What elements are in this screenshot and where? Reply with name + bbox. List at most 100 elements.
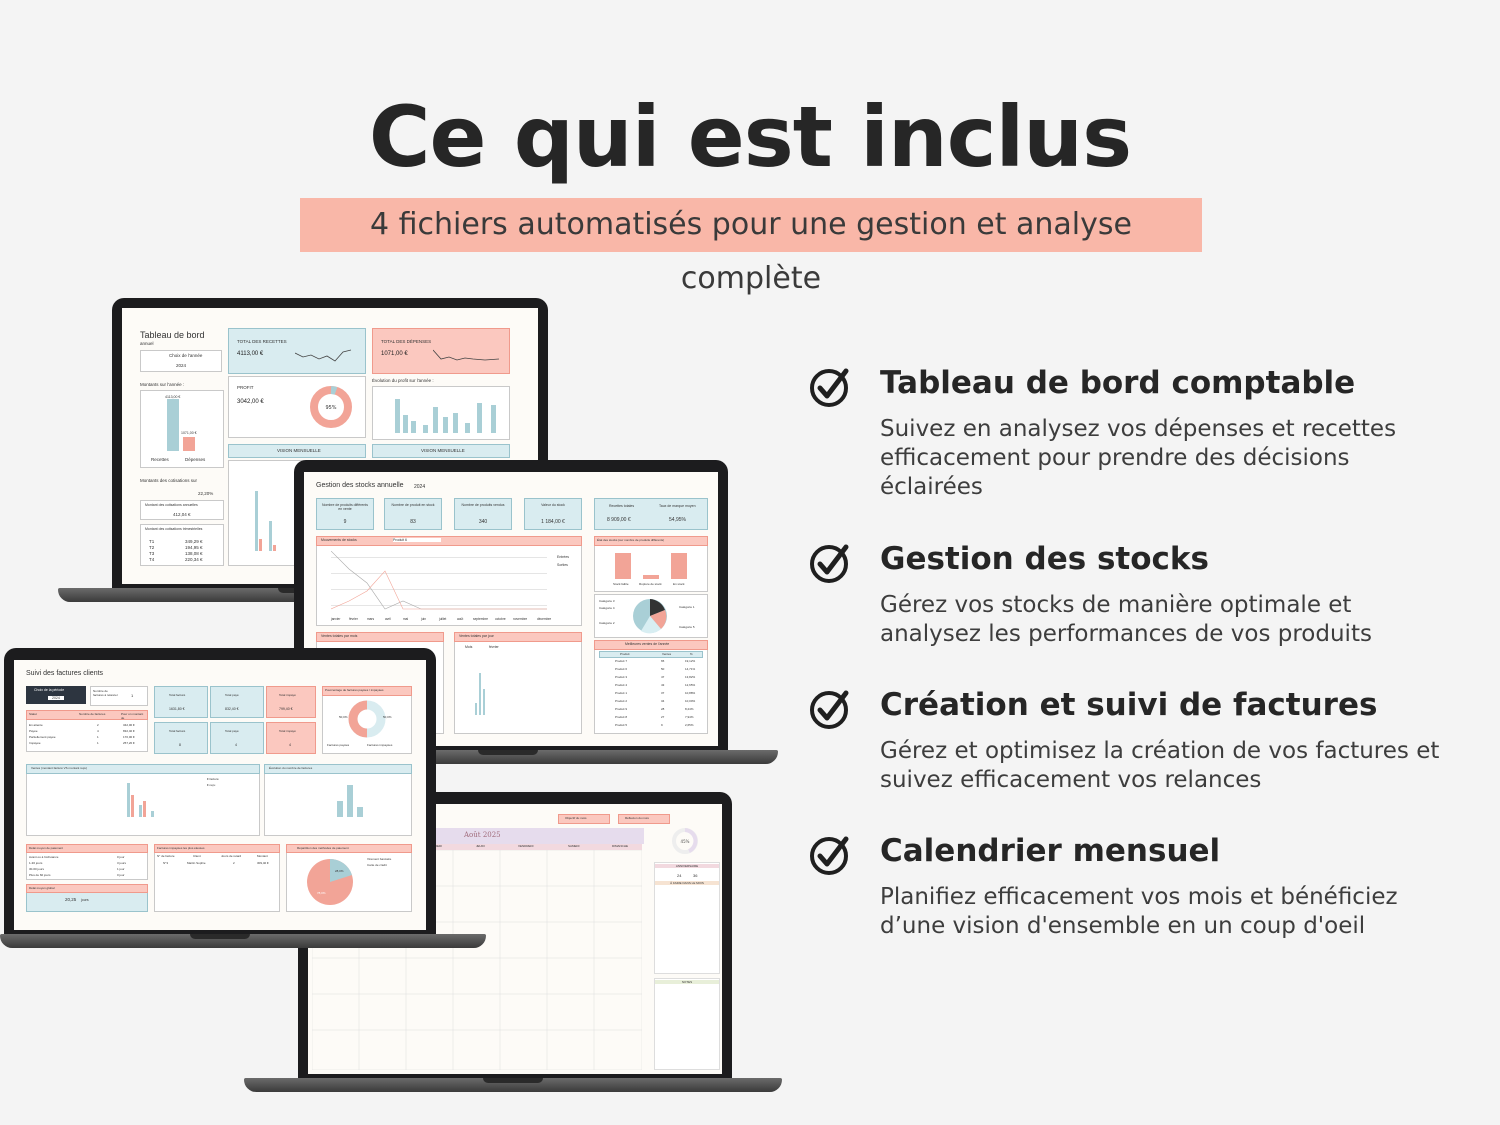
evolution-chart [372,386,510,440]
stocks-recettes-label: Recettes totales [609,504,635,508]
vision-label-1: VISION MENSUELLE [277,448,321,453]
ventes-label: Ventes (montant facturé VS montant reçu) [31,766,88,770]
pct-donut [348,700,386,738]
ventes-header: Ventes (montant facturé VS montant reçu) [26,764,260,774]
month-tick: février [349,617,358,621]
month-tick: décembre [537,617,552,621]
impayees-label: Factures impayées les plus élevées [157,846,205,850]
total-facture-card: Total facturé 1631,80 € [154,686,208,718]
ventes-jour-chart: Ventes totales par jour Mois février [454,632,582,734]
legend-entrees: Entrées [557,555,570,559]
kpi-label: Nombre de produits différents en vente [321,503,369,511]
pct-header: Pourcentage de factures payées / impayée… [322,686,412,696]
notes-label: NOTES [655,980,719,984]
evo-bar [453,413,458,433]
best-row-pct: 2,65% [685,723,694,727]
feature-description: Suivez en analysez vos dépenses et recet… [880,416,1397,500]
status-row-amount: 832,40 € [123,729,135,733]
best-row-pct: 14,71% [685,667,696,671]
delai-row-value: 0 jour [117,873,125,877]
mois-select[interactable]: février [489,645,499,649]
reflexion-button[interactable]: Réflexion du mois [618,814,670,824]
status-row-amount: 257,20 € [123,741,135,745]
evo-bar [491,405,496,433]
status-row-amount: 342,00 € [123,723,135,727]
evo-bar [403,415,408,433]
reflexion-label: Réflexion du mois [625,816,649,820]
month-tick: janvier [331,617,341,621]
evo-bar [411,421,416,433]
kpi-value: 340 [478,519,488,525]
kpi-label: Nombre de produits vendus [461,503,505,507]
relancer-value: 1 [131,693,134,698]
cotisations-box-label: Montant des cotisations annuelles [145,503,198,507]
invoice-bar [131,795,134,817]
depenses-card: TOTAL DES DÉPENSES 1071,00 € [372,328,510,374]
period-selector[interactable]: Choix de la période 2024 [26,686,86,704]
montants-chart: 4113,00 € 1071,00 € Recettes Dépenses [140,390,224,468]
day-bar [483,689,485,715]
objectif-button[interactable]: Objectif du mois [558,814,610,824]
count-facture-card: Total facturé 8 [154,722,208,754]
kpi-card: Nombre de produits différents en vente 9 [316,498,374,530]
count-paye-card: Total payé 4 [210,722,264,754]
depenses-sparkline [433,349,500,361]
category-label: Catégorie 1 [679,605,695,609]
legend-recettes: Recettes [151,457,169,462]
ventes-jour-label: Ventes totales par jour [459,634,494,638]
etat-stocks-chart: État des stocks (sur nombre de produits … [594,536,708,592]
impayees-col: Montant [257,854,268,858]
year-selector[interactable]: Choix de l'année 2024 [140,350,222,372]
anniversaire-label: ANNIVERSAIRE [655,864,719,868]
delai-global-unit: jours [81,898,89,902]
best-row-product: Produit 2 [615,699,628,703]
quarter-value: 220,34 € [185,557,203,562]
feature-description: Gérez et optimisez la création de vos fa… [880,738,1440,793]
gridline [331,557,547,558]
methodes-pie [307,858,353,905]
delai-table: Délai moyen de paiement Avant ou à l'éch… [26,844,148,880]
legend-paid: Factures payées [327,743,350,747]
product-select[interactable]: Produit 6 [393,538,441,542]
month-bar [269,521,272,551]
period-label: Choix de la période [34,688,65,692]
year-label: Choix de l'année [169,353,203,358]
best-row-pct: 8,24% [685,707,694,711]
status-table: Statut Nombre de factures Pour un montan… [26,710,148,752]
categories-pie: Catégorie 3 Catégorie 4 Catégorie 2 Caté… [594,594,708,638]
total-paye-value: 832,40 € [225,707,239,711]
impayees-cell: Martin Sophie [187,861,206,865]
delai-row-label: 1-30 jours [29,861,43,865]
anniversaire-panel: ANNIVERSAIRE 24 36 À FAIRE DANS LE MOIS [654,862,720,974]
best-row-pct: 7,94% [685,715,694,719]
a-faire-label: À FAIRE DANS LE MOIS [655,881,719,885]
quarter-value: 138,08 € [185,551,203,556]
invoices-title: Suivi des factures clients [26,670,104,677]
impayees-header: Factures impayées les plus élevées [154,844,280,853]
etat-tick: Rupture de stock [639,582,662,586]
marge-label: Taux de marque moyen [659,504,696,508]
quarter-value: 349,29 € [185,539,203,544]
cotisations-value: 412,04 € [173,512,191,517]
methodes-label: Répartition des méthodes de paiement [297,846,349,850]
month-bar [273,545,276,551]
month-label: Août 2025 [464,831,501,839]
etat-label: État des stocks (sur nombre de produits … [597,538,665,542]
status-col: Nombre de factures [79,712,106,716]
ventes-chart: Ventes (montant facturé VS montant reçu)… [26,764,260,836]
quarter-label: T1 [149,539,155,544]
kpi-value: 9 [343,519,347,525]
vision-mensuelle-2: VISION MENSUELLE [372,444,510,458]
recettes-marge-card: Recettes totales 8 909,00 € Taux de marq… [594,498,708,530]
cotisations-label: Montants des cotisations sur [140,478,198,483]
check-circle-icon [810,544,849,583]
invoice-bar [143,801,146,817]
cotisations-rate: 22,20% [198,491,214,496]
relancer-label: Nombre de factures à relancer [93,689,118,697]
laptop-base [244,1078,782,1092]
total-paye-card: Total payé 832,40 € [210,686,264,718]
invoice-bar [151,811,154,817]
cotisations-box: Montant des cotisations annuelles 412,04… [140,500,224,520]
vision-mensuelle-1: VISION MENSUELLE [228,444,366,458]
best-row-product: Produit 3 [615,675,628,679]
